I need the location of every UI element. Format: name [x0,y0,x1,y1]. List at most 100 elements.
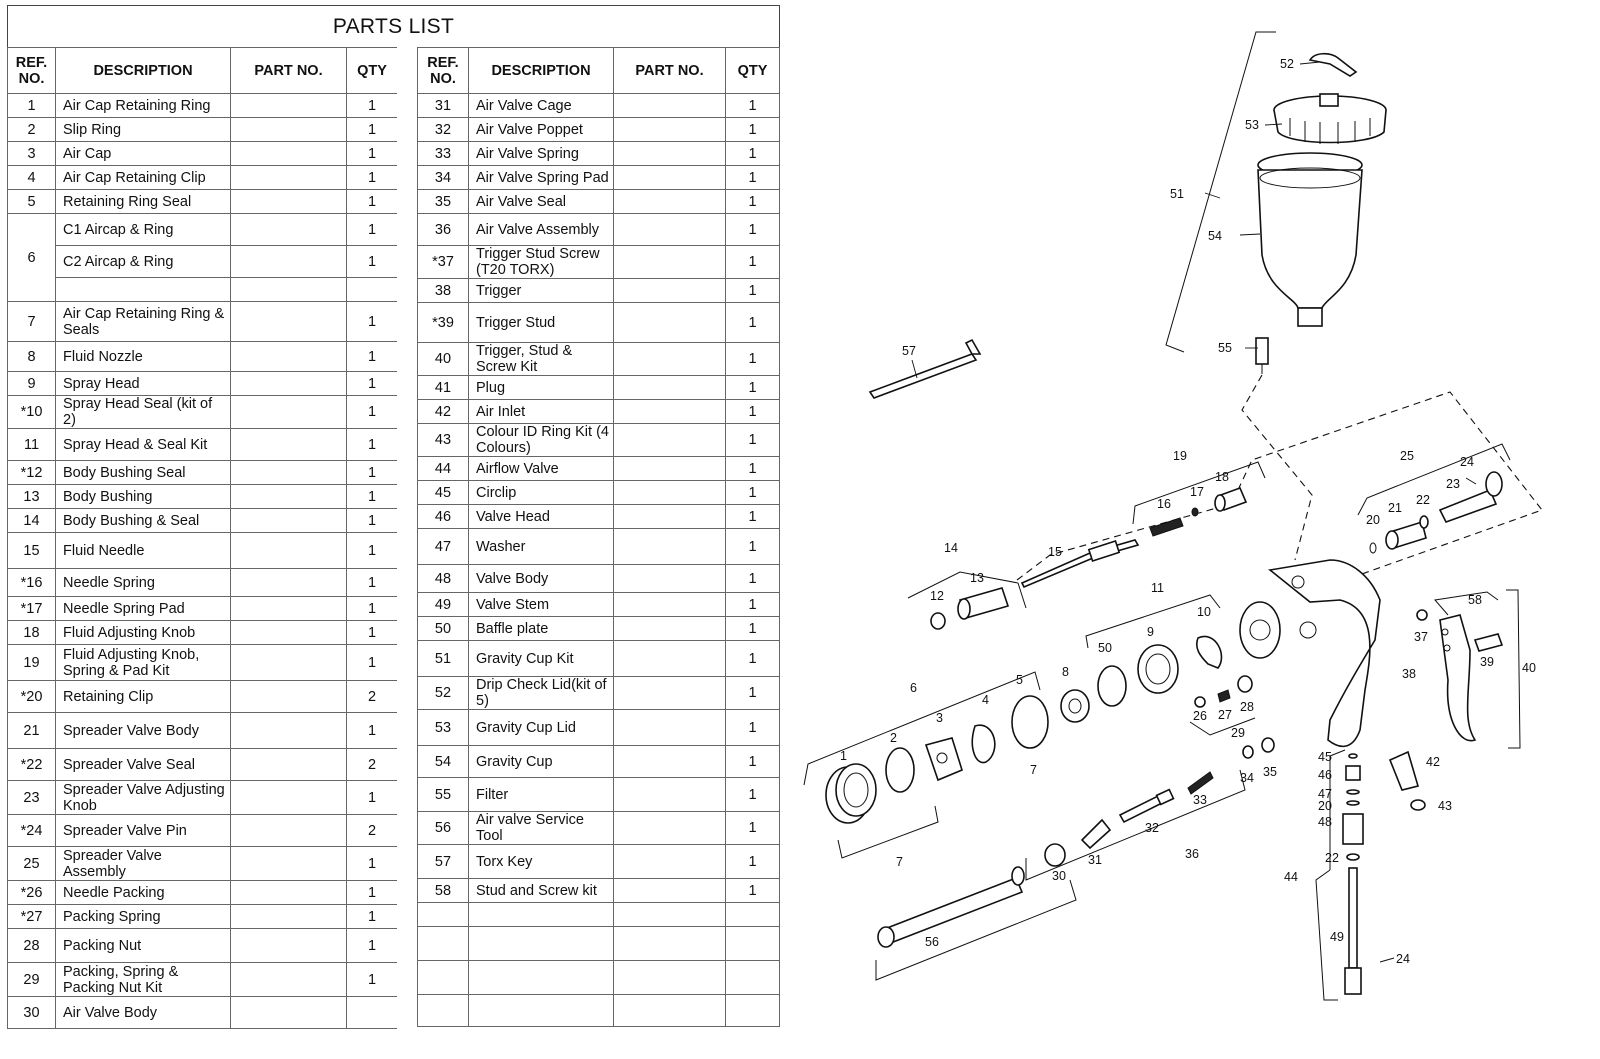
part-no-cell [230,141,347,166]
qty-cell: 1 [346,301,398,342]
label-4: 4 [982,693,989,707]
part-no-cell [613,480,726,505]
label-29: 29 [1231,726,1245,740]
part-no-cell [613,777,726,812]
part-no-cell [230,814,347,847]
qty-cell: 1 [346,371,398,396]
ref-no-cell: 21 [7,712,56,749]
part-no-cell [230,508,347,533]
qty-cell: 1 [346,141,398,166]
description-cell: Packing Spring [55,904,231,929]
part-3-air-cap [924,737,963,782]
ref-no-cell [417,926,469,961]
label-8: 8 [1062,665,1069,679]
part-no-cell [230,371,347,396]
qty-cell: 1 [346,484,398,509]
label-57: 57 [902,344,916,358]
qty-cell: 1 [346,620,398,645]
label-47: 47 [1318,787,1332,801]
table-header-row: REF. NO. DESCRIPTION PART NO. QTY [7,47,398,94]
label-12: 12 [930,589,944,603]
part-32-air-valve-poppet [1118,788,1175,824]
ref-no-cell: 53 [417,709,469,746]
description-cell: Plug [468,375,614,400]
label-38: 38 [1402,667,1416,681]
label-26: 26 [1193,709,1207,723]
label-23: 23 [1446,477,1460,491]
label-34: 34 [1240,771,1254,785]
part-no-cell [230,748,347,781]
part-no-cell [613,878,726,903]
header-part-no: PART NO. [230,47,347,94]
qty-cell: 2 [346,814,398,847]
bracket-58 [1434,591,1499,616]
ref-no-cell: 56 [417,811,469,845]
description-cell: Airflow Valve [468,456,614,481]
qty-cell: 1 [346,428,398,461]
label-19: 19 [1173,449,1187,463]
ref-no-cell: 9 [7,371,56,396]
ref-no-cell: 34 [417,165,469,190]
ref-no-cell: 46 [417,504,469,529]
table-row [8,277,398,302]
part-no-cell [613,844,726,879]
diagram-labels: 52 53 51 54 55 57 19 18 17 16 25 24 23 2… [840,57,1536,966]
ref-no-cell: 41 [417,375,469,400]
label-52: 52 [1280,57,1294,71]
qty-cell: 1 [725,564,780,593]
part-16-needle-spring [1149,517,1184,537]
description-cell: Body Bushing Seal [55,460,231,485]
label-35: 35 [1263,765,1277,779]
label-24: 24 [1396,952,1410,966]
part-23-spreader-valve-knob [1438,471,1503,523]
part-no-cell [230,93,347,118]
qty-cell: 1 [725,640,780,677]
part-no-cell [230,680,347,713]
description-cell: Trigger Stud Screw (T20 TORX) [468,245,614,279]
label-7-top: 7 [1030,763,1037,777]
description-cell: Colour ID Ring Kit (4 Colours) [468,423,614,457]
part-54-gravity-cup [1257,152,1363,327]
ref-no-cell: 51 [417,640,469,677]
part-4-air-cap-retaining-clip [971,724,996,764]
qty-cell: 1 [346,568,398,597]
ref-no-cell: 52 [417,676,469,710]
leader-lines [911,61,1321,379]
part-no-cell [230,532,347,569]
description-cell: Valve Head [468,504,614,529]
ref-no-cell: 2 [7,117,56,142]
part-no-cell [230,962,347,997]
spray-gun-body [1239,559,1381,748]
description-cell: Trigger Stud [468,302,614,343]
label-39: 39 [1480,655,1494,669]
description-cell: Fluid Needle [55,532,231,569]
part-no-cell [613,342,726,376]
description-cell: Retaining Clip [55,680,231,713]
table-gap [397,47,417,1031]
part-31-air-valve-cage [1080,818,1112,850]
part-44-airflow-valve [1342,753,1395,995]
description-cell: Spray Head [55,371,231,396]
part-no-cell [613,189,726,214]
ref-no-cell: *20 [7,680,56,713]
table-header-row: REF. NO. DESCRIPTION PART NO. QTY [417,47,780,94]
description-cell: Body Bushing [55,484,231,509]
part-30-air-valve-body [1044,843,1066,867]
label-22-lower: 22 [1325,851,1339,865]
description-cell: Baffle plate [468,616,614,641]
ref-no-cell: 58 [417,878,469,903]
ref-no-cell: 6 [7,213,56,302]
part-12-body-bushing-seal [930,612,946,630]
